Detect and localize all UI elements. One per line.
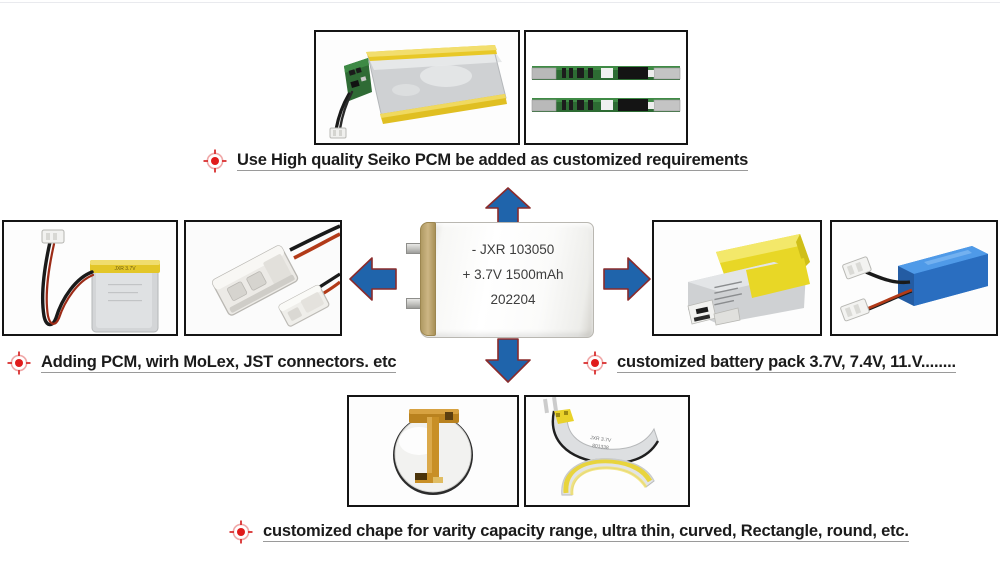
photo-pcm-cell-canvas: [316, 32, 518, 143]
round-cell-illustration: [349, 397, 517, 505]
center-battery-product: - JXR 103050 + 3.7V 1500mAh 202204: [406, 222, 594, 338]
arrow-right-icon: [602, 255, 652, 303]
target-icon: [7, 351, 31, 375]
cell-label-line-1: - JXR 103050: [471, 242, 555, 257]
pcm-cell-illustration: [316, 32, 518, 143]
cell-jst-illustration: JXR 3.7V: [4, 222, 176, 334]
curved-cells-illustration: JXR 3.7V 801338: [526, 397, 688, 505]
svg-text:JXR 3.7V: JXR 3.7V: [590, 435, 612, 444]
svg-text:801338: 801338: [592, 443, 610, 451]
cell-label-line-3: 202204: [490, 291, 536, 307]
photo-curved-cells-canvas: JXR 3.7V 801338: [526, 397, 688, 505]
caption-top: Use High quality Seiko PCM be added as c…: [202, 148, 748, 174]
caption-left-text: Adding PCM, wirh MoLex, JST connectors. …: [41, 353, 397, 374]
photo-yellow-pack-canvas: [654, 222, 820, 334]
arrow-down-icon: [483, 336, 533, 384]
photo-pcm-boards-canvas: [526, 32, 686, 143]
target-icon: [203, 149, 227, 173]
photo-pcm-boards: [524, 30, 688, 145]
caption-top-text: Use High quality Seiko PCM be added as c…: [237, 151, 748, 172]
photo-round-cell-canvas: [349, 397, 517, 505]
caption-bottom: customized chape for varity capacity ran…: [228, 519, 909, 545]
target-icon: [229, 520, 253, 544]
cell-seal-edge: [420, 222, 436, 336]
cell-label-line-2: + 3.7V 1500mAh: [462, 266, 564, 282]
photo-curved-cells: JXR 3.7V 801338: [524, 395, 690, 507]
cell-body: [420, 222, 594, 338]
photo-blue-pack: [830, 220, 998, 336]
photo-connectors-canvas: [186, 222, 340, 334]
photo-cell-jst-canvas: JXR 3.7V: [4, 222, 176, 334]
connectors-illustration: [186, 222, 340, 334]
photo-yellow-pack: [652, 220, 822, 336]
cell-label: - JXR 103050 + 3.7V 1500mAh 202204: [440, 238, 586, 313]
photo-blue-pack-canvas: [832, 222, 996, 334]
photo-round-cell: [347, 395, 519, 507]
pcm-boards-illustration: [526, 32, 686, 143]
yellow-pack-illustration: [654, 222, 820, 334]
pcm-board-1: [531, 66, 681, 80]
pcm-board-2: [531, 98, 681, 112]
caption-right: customized battery pack 3.7V, 7.4V, 11.V…: [582, 350, 956, 376]
photo-pcm-cell: [314, 30, 520, 145]
svg-text:JXR 3.7V: JXR 3.7V: [114, 266, 136, 272]
blue-pack-illustration: [832, 222, 996, 334]
photo-connectors: [184, 220, 342, 336]
target-icon: [583, 351, 607, 375]
caption-left: Adding PCM, wirh MoLex, JST connectors. …: [6, 350, 397, 376]
arrow-left-icon: [348, 255, 398, 303]
photo-cell-jst: JXR 3.7V: [2, 220, 178, 336]
caption-right-text: customized battery pack 3.7V, 7.4V, 11.V…: [617, 353, 956, 374]
caption-bottom-text: customized chape for varity capacity ran…: [263, 522, 909, 543]
top-divider-line: [0, 2, 1000, 3]
